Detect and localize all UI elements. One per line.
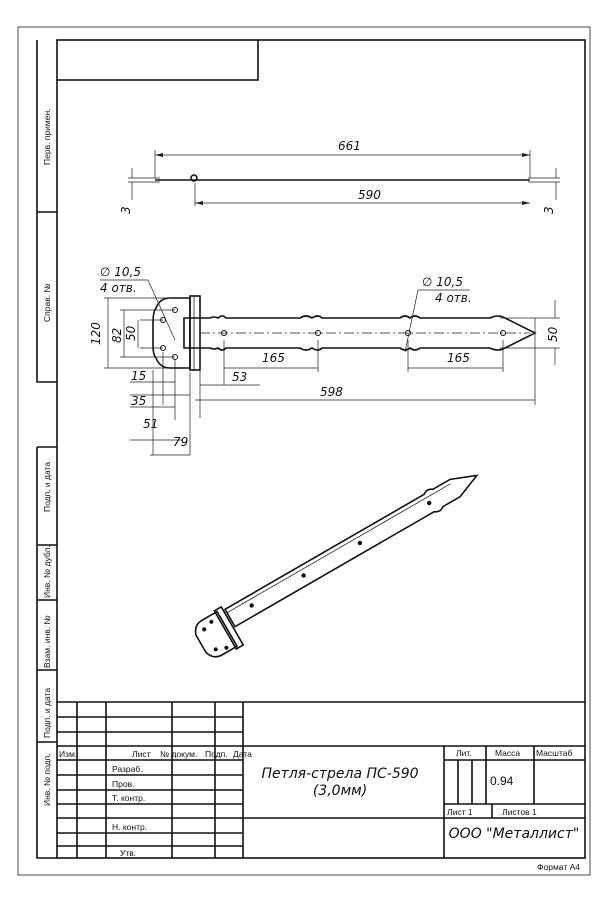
- dim-3-right: 3: [542, 206, 556, 214]
- dim-15: 15: [131, 369, 146, 383]
- header-doc: № докум.: [160, 749, 197, 759]
- side-label: Инв. № подп.: [42, 753, 52, 806]
- side-label: Инв. № дубл.: [42, 545, 52, 598]
- holes: [160, 307, 506, 360]
- mass-value: 0.94: [490, 774, 514, 788]
- drawing-frame: [56, 39, 586, 859]
- hinge-knuckle: [189, 295, 201, 371]
- sheets-total: Листов 1: [502, 807, 537, 817]
- side-label: Подп. и дата: [42, 462, 52, 512]
- scale-label: Масштаб: [536, 748, 572, 758]
- isometric-view: [194, 474, 479, 658]
- dim-165-left: 165: [262, 351, 285, 365]
- dim-50: 50: [124, 325, 138, 341]
- header-sign: Подп.: [205, 749, 228, 759]
- title-block: Изм. Лист № докум. Подп. Дата Разраб. Пр…: [57, 701, 585, 872]
- dim-strap-50: 50: [546, 326, 560, 342]
- mass-label: Масса: [495, 748, 520, 758]
- dim-35: 35: [131, 394, 146, 408]
- role-tech-control: Т. контр.: [112, 793, 145, 803]
- role-approved: Утв.: [120, 848, 136, 858]
- role-developer: Разраб.: [112, 764, 143, 774]
- header-list: Лист: [132, 749, 151, 759]
- top-view: 661 590 3 3: [119, 139, 560, 214]
- role-norm-control: Н. контр.: [112, 822, 147, 832]
- dim-598: 598: [320, 385, 343, 399]
- hole-count-right: 4 отв.: [435, 291, 472, 305]
- dim-79: 79: [173, 435, 188, 449]
- hole-callout-right: ∅ 10,5: [422, 275, 463, 289]
- strap: [183, 315, 537, 351]
- dim-590: 590: [358, 188, 381, 202]
- company-name: ООО "Металлист": [449, 826, 580, 842]
- sheet-format: Формат А4: [537, 862, 580, 872]
- side-labels: Перв. примен. Справ. № Подп. и дата Инв.…: [42, 108, 52, 806]
- hole-count-left: 4 отв.: [100, 281, 137, 295]
- dim-3-left: 3: [119, 206, 133, 214]
- sheet-number: Лист 1: [447, 807, 473, 817]
- header-date: Дата: [233, 749, 252, 759]
- drawing-subtitle: (3,0мм): [313, 783, 367, 799]
- dim-53: 53: [232, 370, 247, 384]
- front-view: ∅ 10,5 4 отв. ∅ 10,5 4 отв. 120 82 50 50…: [89, 265, 560, 456]
- side-label: Справ. №: [42, 283, 52, 322]
- dim-51: 51: [143, 417, 158, 431]
- header-izm: Изм.: [59, 749, 77, 759]
- dim-82: 82: [110, 328, 124, 343]
- dim-165-right: 165: [447, 351, 470, 365]
- hole-callout-left: ∅ 10,5: [100, 265, 141, 279]
- side-label: Взам. инв. №: [42, 615, 52, 668]
- dim-661: 661: [338, 139, 361, 153]
- role-checker: Пров.: [112, 779, 134, 789]
- side-label: Перв. примен.: [42, 108, 52, 165]
- drawing-title: Петля-стрела ПС-590: [261, 766, 418, 782]
- knuckle-circle: [190, 174, 198, 182]
- dim-120: 120: [89, 322, 103, 345]
- lit-label: Лит.: [456, 748, 472, 758]
- side-label: Подп. и дата: [42, 688, 52, 738]
- frame-side-strip: [36, 40, 259, 859]
- sheet-edge: [17, 26, 591, 876]
